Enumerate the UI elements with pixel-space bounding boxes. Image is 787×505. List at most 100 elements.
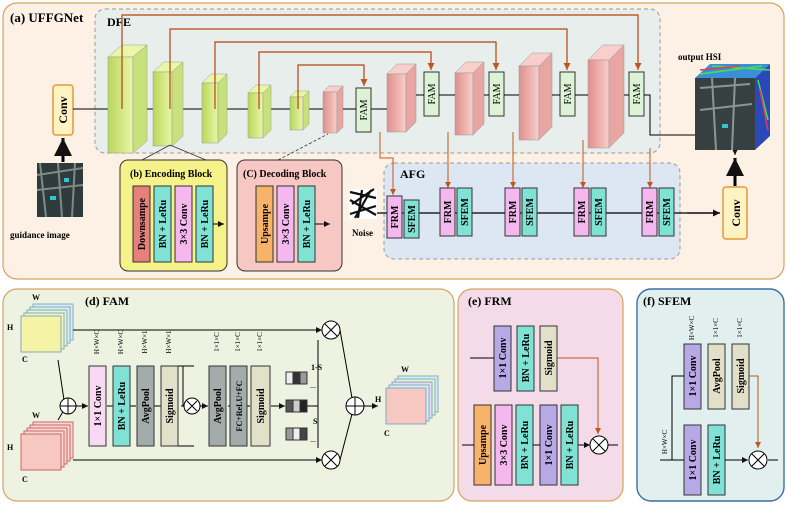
sfem-label-3: SFEM (525, 198, 536, 226)
panel-fam (2, 288, 455, 502)
fam-layer-2: BN + LeRu (117, 381, 128, 430)
fam-to-frm-links (379, 132, 653, 195)
decoding-title: (C) Decoding Block (243, 169, 327, 180)
dec-layer-1: Upsampe (260, 203, 271, 244)
decoder-slab-2 (454, 61, 485, 136)
decoder-slab-1 (386, 63, 417, 133)
fam-dim-w-top: W (32, 293, 40, 302)
fam-label-5: FAM (632, 83, 643, 104)
fam-shape-6: 1×1×C (234, 332, 242, 352)
fam-shape-1: H×W×C (93, 330, 101, 355)
fam-layer-4: Sigmoid (165, 388, 176, 423)
fam-out-dim-w: W (401, 365, 409, 374)
fam-dim-w-bottom: W (32, 411, 40, 420)
frm-label-5: FRM (645, 200, 656, 223)
fam-title: (d) FAM (85, 294, 129, 308)
fam-dim-h-bottom: H (7, 443, 14, 452)
fam-dots-bottom: ... (310, 435, 316, 444)
guidance-label: guidance image (10, 230, 70, 240)
frm-gate-line (557, 357, 601, 434)
fam-shape-5: 1×1×C (213, 332, 221, 352)
fam-layer-5: AvgPool (213, 388, 224, 424)
enc-layer-3: 3×3 Conv (179, 204, 190, 245)
output-conv (722, 186, 748, 240)
fam-s-label: S (313, 417, 318, 426)
sfem-input-shape: H×W×C (661, 430, 669, 455)
noise-image (349, 188, 377, 219)
frm-bottom-4: 1×1 Conv (544, 425, 555, 466)
skip-connections (121, 14, 642, 109)
sfem-shape-3: 1×1×C (736, 318, 744, 338)
frm-title: (e) FRM (468, 294, 512, 308)
output-conv-label: Conv (729, 199, 743, 226)
sfem-title: (f) SFEM (643, 294, 691, 308)
frm-bottom-3: BN + LeRu (520, 420, 531, 469)
frm-label-2: FRM (443, 200, 454, 223)
guidance-image (36, 162, 84, 218)
fam-label-1: FAM (359, 99, 370, 120)
sfem-layers (683, 343, 750, 496)
noise-label: Noise (352, 228, 373, 238)
fam-dots-top: ... (310, 381, 316, 390)
sfem-bottom-1: 1×1 Conv (688, 440, 699, 481)
fam-input-encoder-stack (20, 303, 74, 353)
frm-multiply (589, 435, 609, 455)
dfe-label: DFE (107, 15, 131, 29)
sfem-bottom-2: BN + LeRu (712, 435, 723, 484)
enc-layer-4: BN + LeRu (200, 199, 211, 248)
encoding-title: (b) Encoding Block (130, 169, 213, 180)
sfem-label-2: SFEM (460, 198, 471, 226)
sfem-shape-1: H×W×C (688, 316, 696, 341)
fam-layers (88, 365, 271, 447)
decoder-slab-4 (587, 44, 625, 149)
encoder-slab-1 (107, 44, 148, 154)
dec-layer-2: 3×3 Conv (281, 204, 292, 245)
input-conv (52, 84, 74, 136)
fam-label-3: FAM (492, 83, 503, 104)
fam-shape-2: H×W×C (117, 330, 125, 355)
fam-label-2: FAM (427, 83, 438, 104)
frm-bottom-1: Upsampe (478, 424, 489, 465)
fam-layer-1: 1×1 Conv (93, 386, 104, 427)
encoder-slab-5 (289, 90, 310, 131)
afg-label: AFG (400, 167, 425, 181)
encoder-slab-2 (152, 61, 184, 147)
frm-top-3: Sigmoid (544, 340, 555, 375)
fam-one-minus-s: 1-S (311, 363, 323, 372)
output-hsi-label: output HSI (678, 52, 722, 62)
fam-dim-h-top: H (7, 323, 14, 332)
fam-dim-c-bottom: C (22, 475, 28, 484)
panel-uffgnet-title: (a) UFFGNet (10, 10, 84, 25)
frm-layers (473, 325, 579, 486)
sfem-gate-line (749, 375, 761, 448)
fam-shape-4: H×W×1 (165, 330, 173, 354)
fam-layer-6: FC+ReLU+FC (235, 380, 244, 431)
dec-layer-3: BN + LeRu (302, 199, 313, 248)
sfem-label-5: SFEM (662, 198, 673, 226)
frm-label-4: FRM (577, 200, 588, 223)
frm-sfem-pairs (386, 187, 675, 239)
sfem-flow (660, 375, 778, 463)
fam-weight-bars (285, 371, 308, 441)
decoding-layers (255, 185, 330, 263)
sfem-top-3: Sigmoid (736, 358, 747, 393)
sfem-top-1: 1×1 Conv (688, 356, 699, 397)
frm-top-2: BN + LeRu (521, 333, 532, 382)
sfem-top-2: AvgPool (712, 358, 723, 394)
sfem-label-1: SFEM (407, 205, 418, 233)
frm-label-3: FRM (508, 200, 519, 223)
fam-shape-3: H×W×1 (141, 330, 149, 354)
fam-label-4: FAM (563, 83, 574, 104)
encoding-callout (141, 144, 207, 161)
sfem-shape-2: 1×1×C (712, 318, 720, 338)
frm-flow (462, 357, 618, 448)
bottleneck-slab (322, 85, 344, 134)
input-conv-label: Conv (56, 96, 70, 123)
enc-layer-2: BN + LeRu (158, 199, 169, 248)
fam-layer-3: AvgPool (141, 388, 152, 424)
frm-bottom-2: 3×3 Conv (499, 425, 510, 466)
output-hsi-cube (695, 64, 771, 151)
fam-shape-7: 1×1×C (256, 332, 264, 352)
sfem-label-4: SFEM (594, 198, 605, 226)
